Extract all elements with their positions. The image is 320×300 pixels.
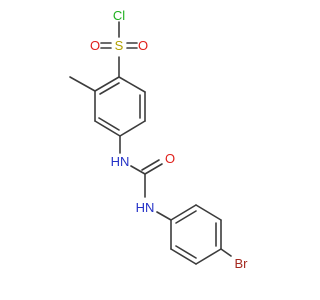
bond-ring1-f-inner	[99, 82, 120, 95]
bond-ring-br	[220, 248, 232, 257]
bond-ring1-a	[118, 76, 146, 93]
atom-cl: Cl	[113, 8, 125, 23]
bond-ring2-a	[170, 204, 197, 221]
atom-o-right: O	[138, 38, 148, 53]
bond-ring2-d	[195, 248, 222, 265]
bond-ring2-e-inner	[175, 245, 197, 259]
bond-c-o-2	[141, 159, 160, 171]
bonds	[69, 21, 232, 265]
atom-nh-bottom: HN	[136, 200, 155, 215]
bond-ring2-b	[195, 204, 222, 221]
atom-s: S	[115, 38, 124, 53]
atom-o-left: O	[90, 38, 100, 53]
bond-ring1-c	[119, 120, 146, 137]
bond-c-o-1	[144, 163, 163, 175]
bond-ring1-f	[94, 76, 120, 92]
atom-labels: Cl S O O HN O HN Br	[90, 8, 248, 271]
bond-nh2-ring	[156, 211, 172, 221]
atom-o-carbonyl: O	[165, 151, 175, 166]
bond-nh-c	[130, 165, 146, 175]
chemical-structure: Cl S O O HN O HN Br	[69, 8, 248, 271]
bond-ring1-d	[94, 120, 121, 137]
atom-br: Br	[235, 256, 249, 271]
bond-ring2-e	[170, 248, 197, 265]
bond-ring2-a-inner	[175, 210, 197, 224]
bond-ring1-d-inner	[98, 117, 120, 131]
bond-methyl	[69, 76, 96, 92]
atom-nh-top: HN	[111, 154, 130, 169]
